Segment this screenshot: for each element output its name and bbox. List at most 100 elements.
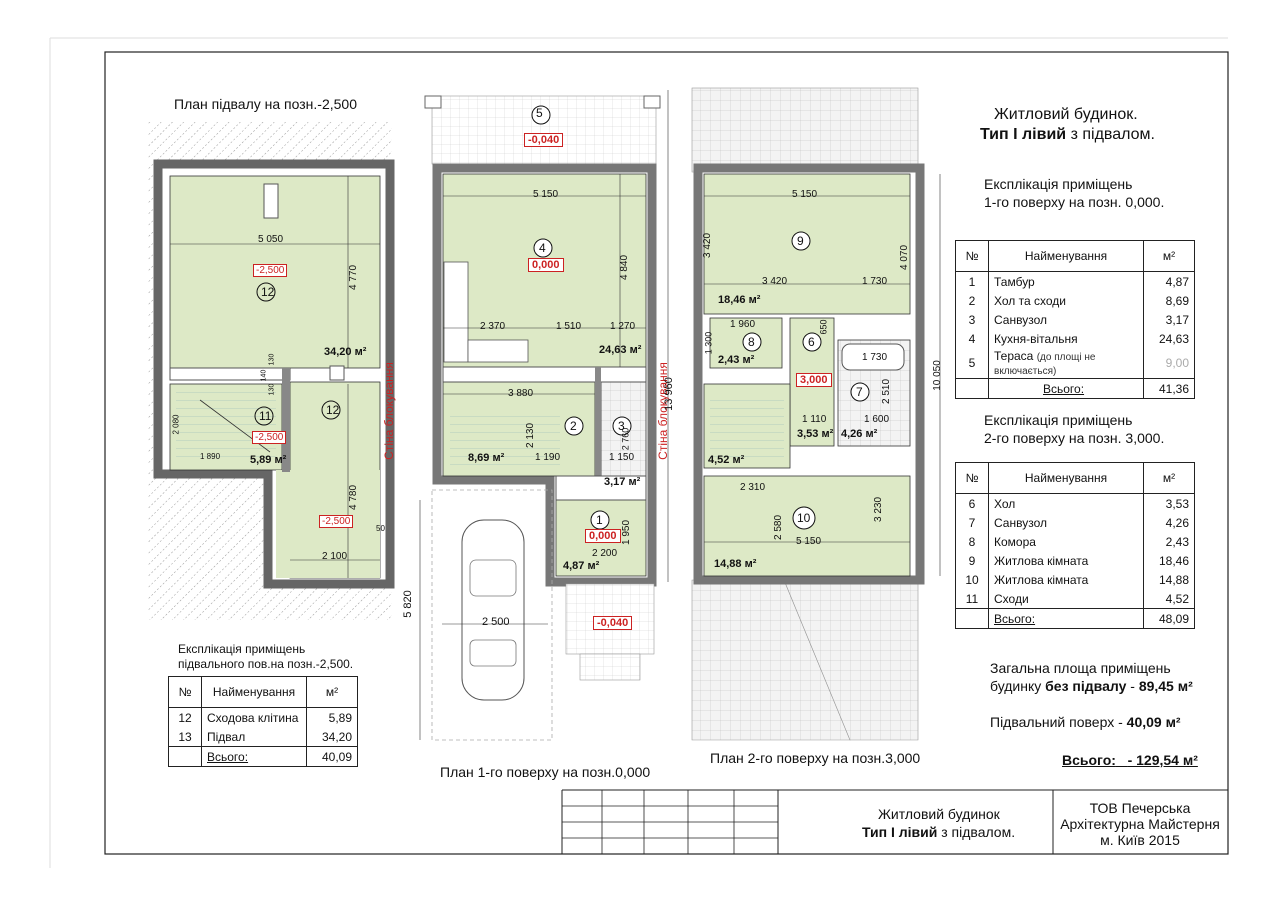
area-label: 3,17 м²	[604, 476, 641, 488]
dim-label: 1 510	[556, 321, 582, 332]
floor2-plan-title: План 2-го поверху на позн.3,000	[710, 750, 921, 766]
dim-label: 2 370	[480, 321, 506, 332]
basement-total: 40,09 м²	[1126, 714, 1181, 730]
dim-label: 2 510	[881, 378, 893, 405]
room-number: 2	[570, 419, 577, 433]
dim-label: 130	[268, 383, 276, 396]
dim-label: 2 130	[525, 422, 537, 449]
room-number: 12	[261, 285, 275, 299]
dim-label: 1 950	[621, 519, 633, 546]
dim-label: 50	[376, 524, 385, 533]
drawing-frame	[104, 51, 1229, 855]
summary-line2: будинку без підвалу - 89,45 м²	[990, 678, 1193, 694]
inner-wall-v	[595, 367, 601, 479]
room-number: 11	[259, 409, 272, 423]
inner-wall-2	[555, 475, 647, 501]
dim-label: 1 110	[802, 414, 827, 425]
area-label: 4,87 м²	[563, 560, 600, 572]
dim-label: 650	[818, 319, 829, 335]
floor1-stairs	[450, 410, 560, 465]
room-number: 3	[618, 419, 625, 433]
dim-label: 5 150	[796, 536, 822, 547]
col-num: №	[168, 676, 202, 708]
car-rear-window	[469, 639, 517, 667]
dim-label: 1 730	[862, 352, 888, 363]
column-2	[329, 365, 345, 381]
company-city-year: м. Київ 2015	[1100, 832, 1180, 848]
room-number-circle	[802, 332, 822, 352]
room-number: 5	[536, 106, 543, 120]
expl2-subtitle: 2-го поверху на позн. 3,000.	[984, 430, 1165, 446]
house-title: Житловий будинок.	[994, 106, 1138, 123]
dim-label: 130	[268, 353, 276, 366]
roof-tiles-top	[691, 87, 919, 173]
dim-label: 3 230	[873, 496, 885, 523]
floor1-plan	[419, 90, 669, 741]
col-name: Найменування	[988, 462, 1144, 494]
dim-label: 13 960	[662, 377, 675, 411]
car-windshield	[469, 559, 517, 597]
area-label: 34,20 м²	[324, 346, 367, 358]
level-mark: -0,040	[593, 616, 633, 630]
expl2-title: Експлікація приміщень	[984, 412, 1133, 428]
porch-step	[579, 653, 641, 681]
expl-basement-subtitle: підвального пов.на позн.-2,500.	[178, 657, 354, 671]
area-label: 5,89 м²	[250, 454, 287, 466]
inner-wall	[442, 366, 647, 383]
dim-label: 1 600	[864, 414, 890, 425]
room-number-circle	[321, 400, 341, 420]
dim-label: 1 960	[730, 319, 756, 330]
dim-label: 1 190	[535, 452, 561, 463]
table-total-row: Всього:48,09	[955, 608, 1195, 629]
inner-wall-v	[282, 368, 290, 472]
room-number-circle	[254, 406, 274, 426]
room-number-circle	[792, 506, 816, 530]
area-label: 4,26 м²	[841, 428, 878, 440]
dim-label: 3 420	[762, 276, 788, 287]
area-label: 2,43 м²	[718, 354, 755, 366]
table-total-row: Всього:41,36	[955, 378, 1195, 399]
house-type: Тип І лівий	[980, 126, 1067, 143]
expl1-title: Експлікація приміщень	[984, 176, 1133, 192]
expl1-subtitle: 1-го поверху на позн. 0,000.	[984, 194, 1165, 210]
area-label: 8,69 м²	[468, 452, 505, 464]
dim-label: 2 310	[740, 482, 766, 493]
area-label: 4,52 м²	[708, 454, 745, 466]
kitchen-counter-2	[467, 339, 529, 363]
kitchen-counter	[443, 261, 469, 363]
dim-label: 2 200	[592, 548, 618, 559]
carport	[431, 489, 553, 741]
dim-label: 2 580	[773, 514, 785, 541]
dim-label: 1 890	[200, 452, 221, 461]
company-name-2: Архітектурна Майстерня	[1060, 816, 1220, 832]
inner-wall	[169, 367, 291, 381]
title-block-grid	[561, 789, 1228, 854]
room-number-circle	[612, 416, 632, 436]
room-number-circle	[742, 332, 762, 352]
basement-stairs	[176, 392, 276, 462]
total-without-basement: 89,45 м²	[1138, 678, 1193, 694]
room-number-circle	[564, 416, 584, 436]
level-mark: -2,500	[319, 515, 354, 528]
wall-label-1: Стіна блокування	[381, 362, 396, 460]
dim-label: 4 770	[348, 264, 360, 291]
table-total-row: Всього:40,09	[168, 746, 358, 767]
area-label: 18,46 м²	[718, 294, 761, 306]
dim-label: 10 050	[931, 360, 943, 391]
room-number: 10	[797, 511, 811, 525]
dim-label: 4 780	[348, 484, 360, 511]
level-mark: -2,500	[252, 431, 287, 444]
dim-label: 1 270	[610, 321, 636, 332]
room-number-circle	[791, 231, 811, 251]
dim-label: 4 840	[619, 254, 631, 281]
column	[263, 183, 279, 219]
room-number: 4	[539, 241, 546, 255]
